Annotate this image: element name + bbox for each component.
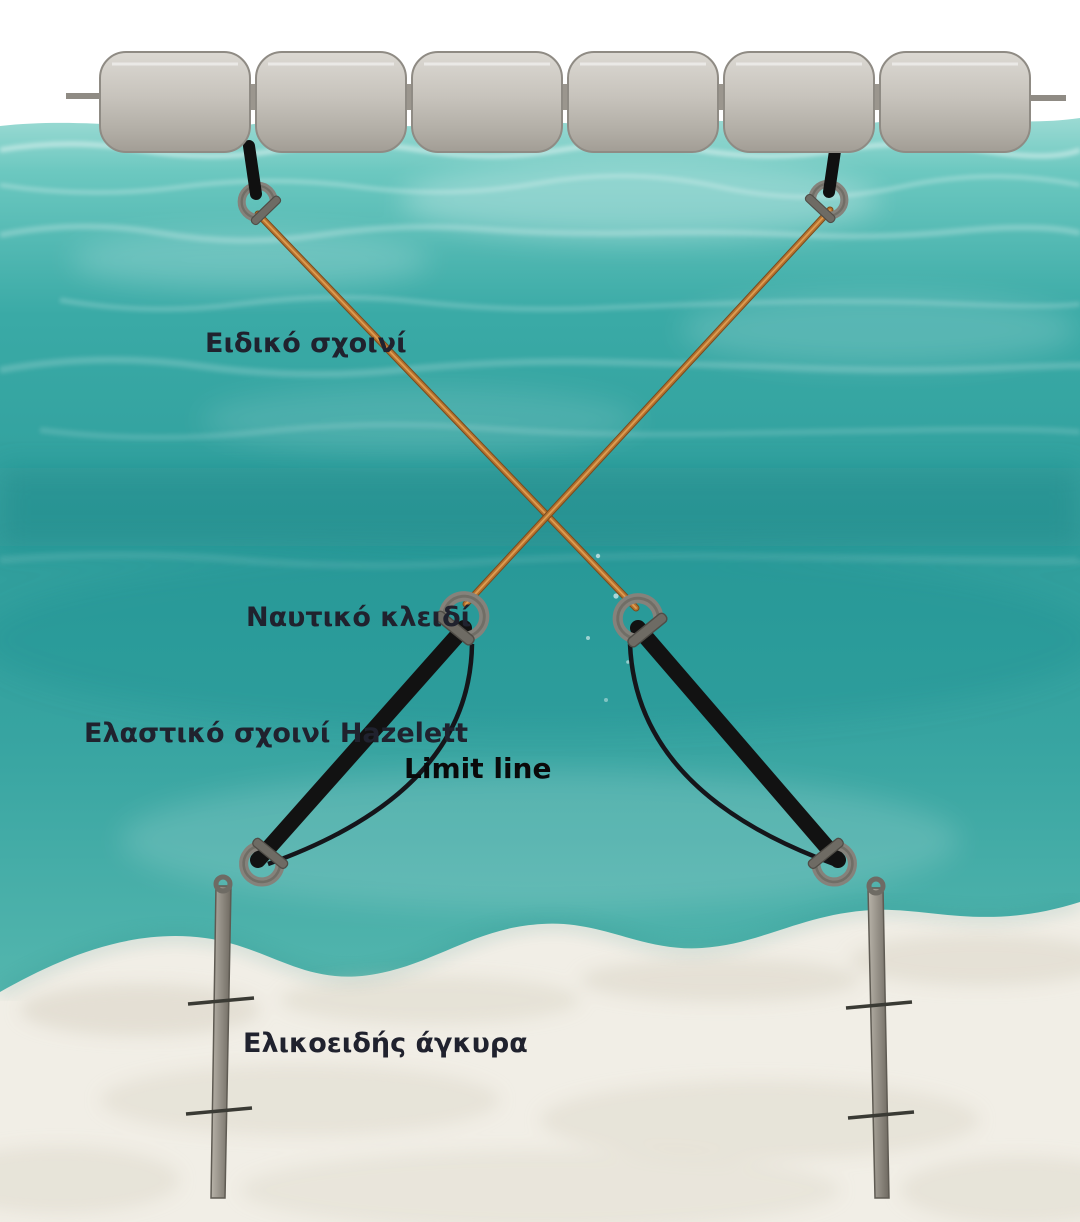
sand-texture: [0, 934, 1080, 1222]
label-limit-line: Limit line: [404, 752, 551, 785]
float-module: [723, 51, 875, 153]
special-ropes: [254, 206, 834, 612]
water-highlights: [70, 160, 1080, 910]
label-hazelett-rope: Ελαστικό σχοινί Hazelett: [84, 718, 468, 749]
mooring-strap-left: [243, 140, 262, 200]
seabed: [0, 898, 1080, 1222]
label-special-rope: Ειδικό σχοινί: [205, 328, 407, 359]
hazelett-rope-left: [250, 620, 472, 868]
limit-line-left: [267, 643, 475, 867]
limit-line-right: [627, 643, 835, 867]
label-shackle: Ναυτικό κλειδί: [246, 602, 471, 633]
float-module: [99, 51, 251, 153]
float-module: [879, 51, 1031, 153]
label-helical-anchor: Ελικοειδής άγκυρα: [243, 1028, 528, 1059]
helical-anchor-right: [845, 876, 915, 1199]
labels: Ειδικό σχοινί Ναυτικό κλειδί Ελαστικό σχ…: [84, 328, 551, 1059]
hazelett-rope-right: [630, 620, 846, 868]
float-module: [411, 51, 563, 153]
floating-dock-modules: [66, 51, 1066, 153]
float-module: [567, 51, 719, 153]
helical-anchor-left: [185, 874, 255, 1199]
bubbles: [586, 553, 630, 702]
float-module: [255, 51, 407, 153]
